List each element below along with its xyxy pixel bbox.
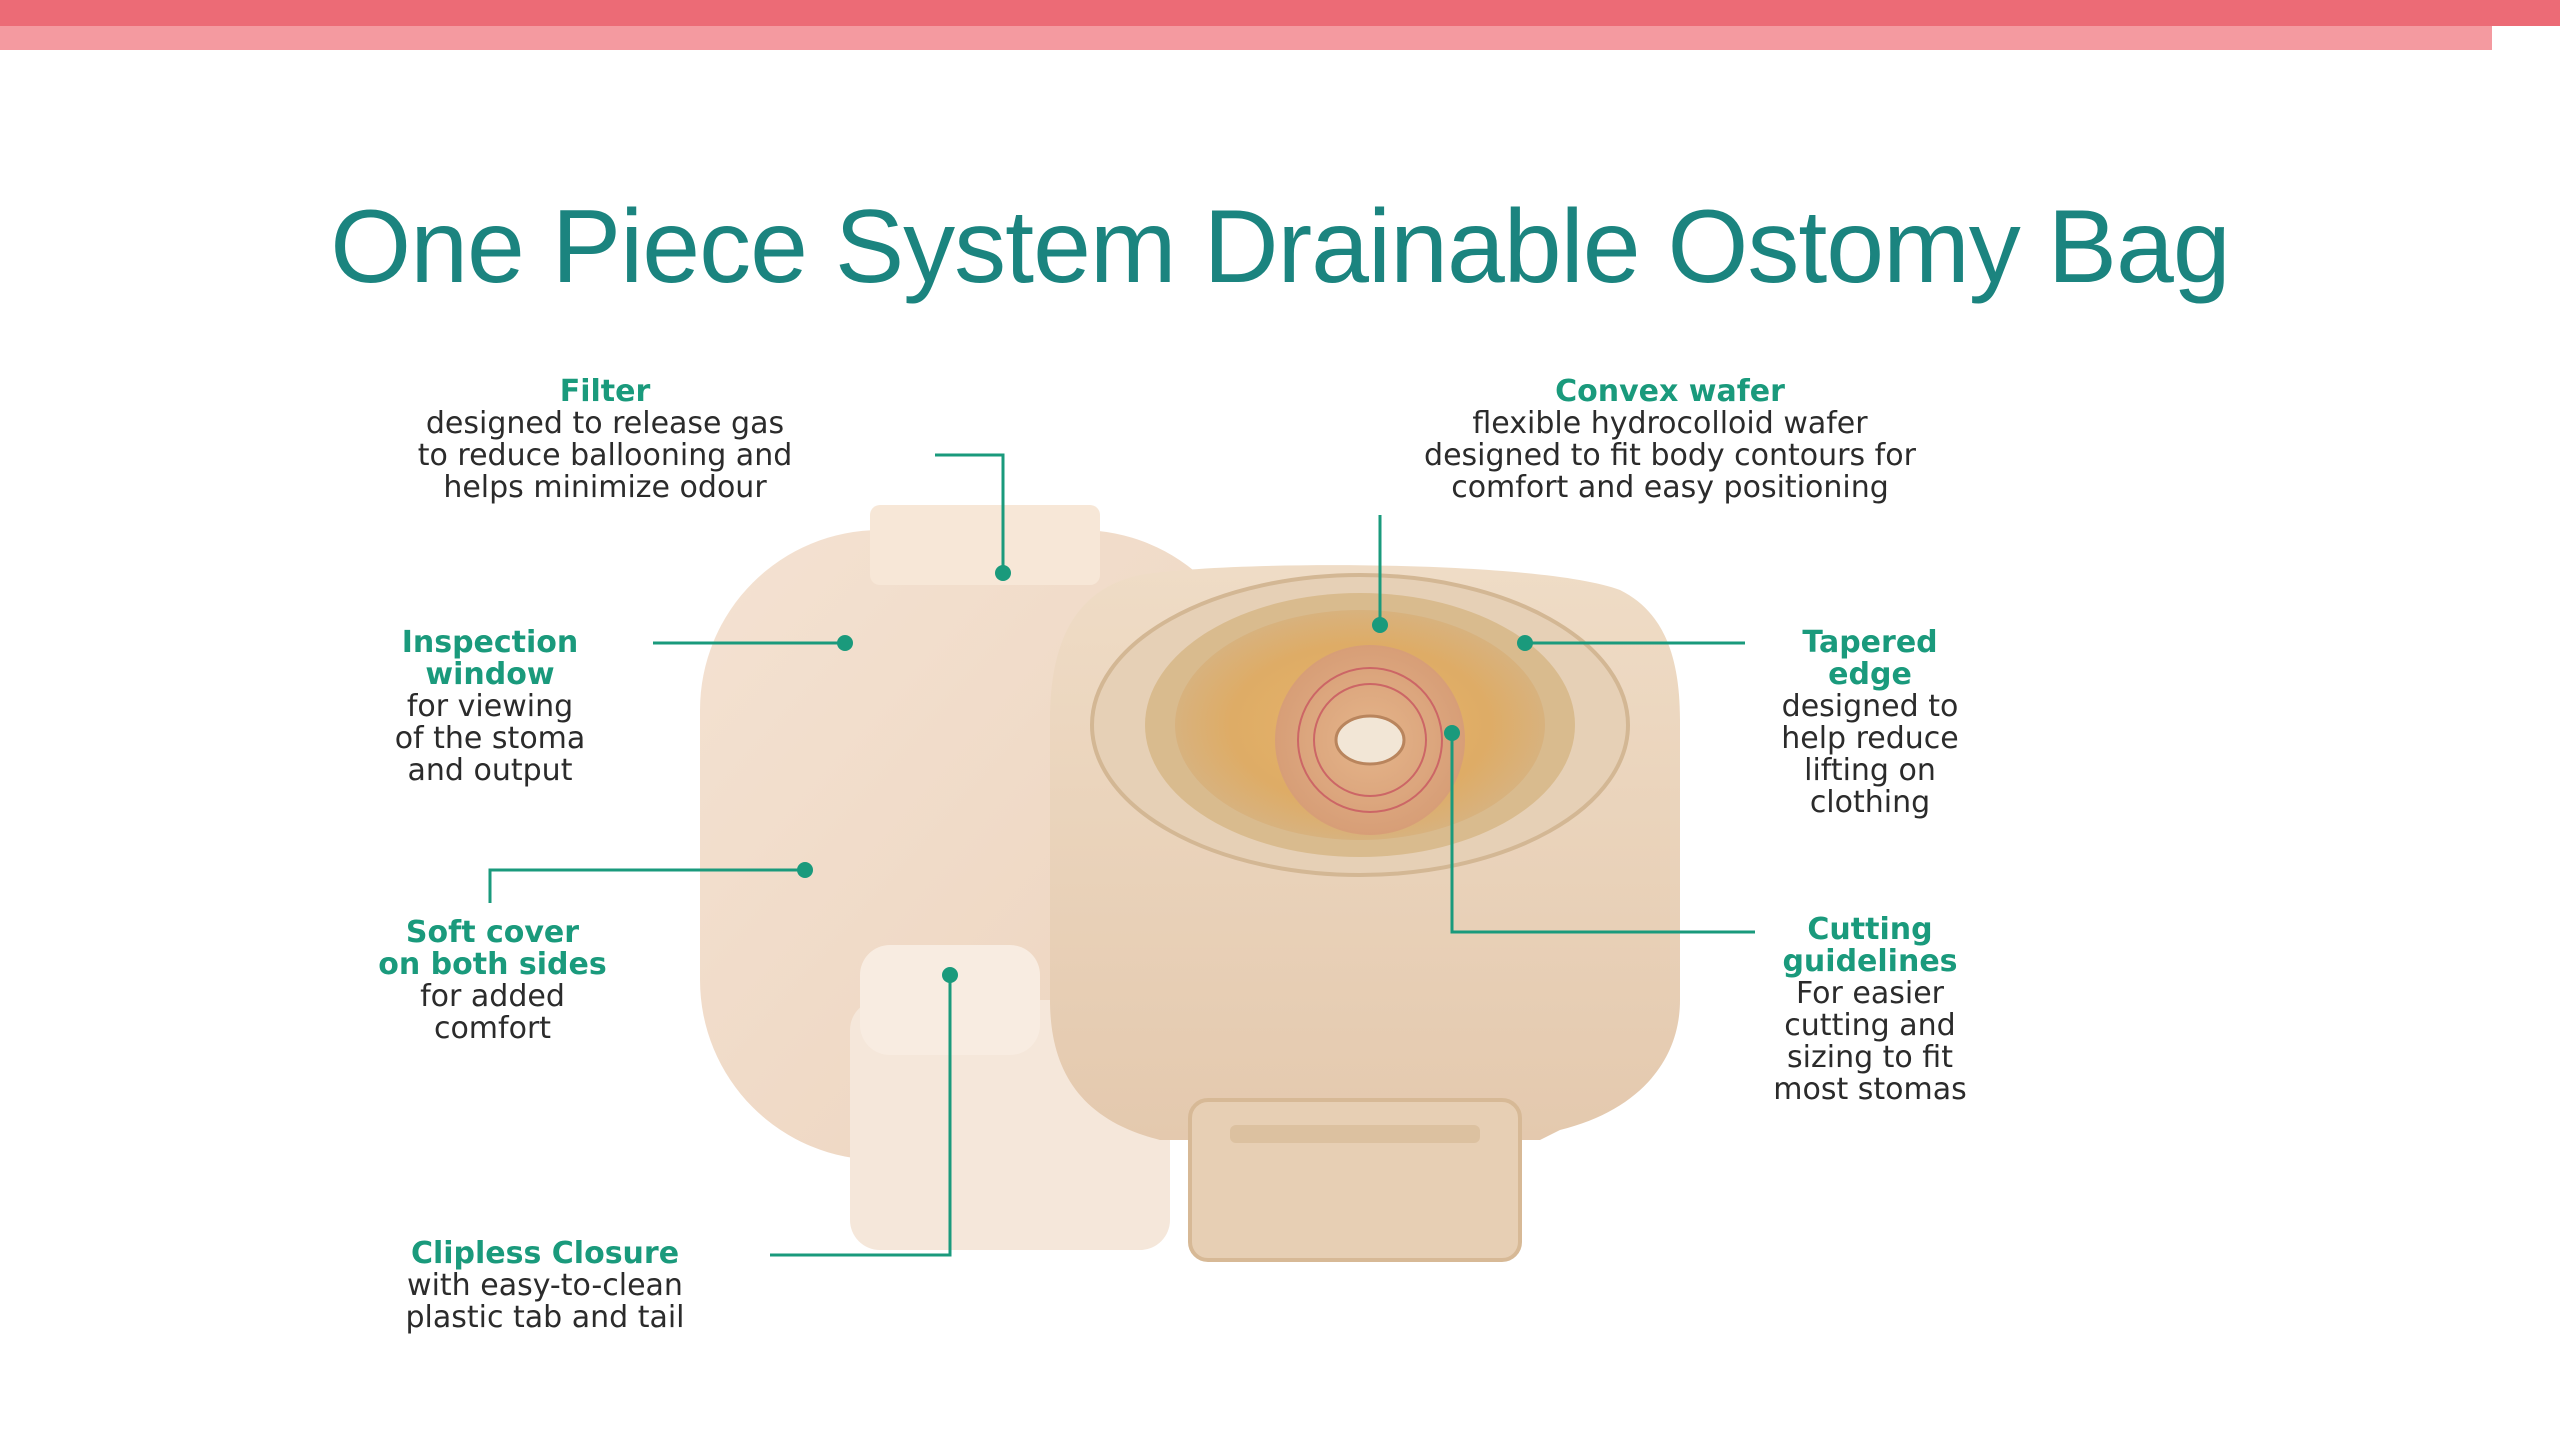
callout-filter-line-2: to reduce ballooning and: [417, 438, 793, 473]
callout-cutting-line-2: cutting and: [1784, 1008, 1956, 1043]
callout-convex-line-1: flexible hydrocolloid wafer: [1472, 406, 1868, 441]
callout-cutting-line-4: most stomas: [1773, 1072, 1967, 1107]
callout-tapered-heading-1: Tapered: [1802, 625, 1938, 660]
callout-inspection-line-2: of the stoma: [394, 721, 586, 756]
callout-inspection-line-3: and output: [407, 753, 573, 788]
callout-clipless-line-2: plastic tab and tail: [405, 1300, 685, 1335]
top-accent-bar-secondary: [0, 26, 2492, 50]
callout-tapered-line-4: clothing: [1809, 785, 1931, 820]
callout-tapered-heading-2: edge: [1828, 657, 1912, 692]
leader-filter: [935, 453, 1005, 573]
leader-dot-cutting: [1444, 725, 1460, 741]
callout-tapered-edge: Tapered edge designed to help reduce lif…: [1720, 627, 2020, 819]
leader-clipless: [770, 975, 952, 1257]
callout-clipless-line-1: with easy-to-clean: [407, 1268, 683, 1303]
callout-convex-heading: Convex wafer: [1555, 374, 1785, 409]
callout-tapered-line-2: help reduce: [1781, 721, 1959, 756]
callout-soft-cover-heading-1: Soft cover: [405, 915, 580, 950]
callout-cutting-heading-1: Cutting: [1807, 912, 1933, 947]
callout-tapered-line-1: designed to: [1781, 689, 1959, 724]
callout-tapered-line-3: lifting on: [1804, 753, 1936, 788]
front-pouch: [1050, 565, 1680, 1262]
callout-filter-line-3: helps minimize odour: [443, 470, 767, 505]
callout-clipless-closure: Clipless Closure with easy-to-clean plas…: [325, 1238, 765, 1334]
leader-dots: [797, 565, 1533, 983]
callout-convex-line-2: designed to fit body contours for: [1424, 438, 1916, 473]
leader-dot-soft-cover: [797, 862, 813, 878]
callout-filter-line-1: designed to release gas: [425, 406, 785, 441]
leader-soft-cover: [488, 868, 805, 903]
callout-filter-heading: Filter: [559, 374, 651, 409]
callout-soft-cover-line-2: comfort: [433, 1011, 552, 1046]
callout-cutting-line-3: sizing to fit: [1787, 1040, 1953, 1075]
callout-inspection-heading-1: Inspection: [401, 625, 579, 660]
leader-dot-inspection: [837, 635, 853, 651]
callout-convex-line-3: comfort and easy positioning: [1451, 470, 1889, 505]
leader-dot-convex: [1372, 617, 1388, 633]
leader-lines: [488, 453, 1755, 1257]
callout-inspection-line-1: for viewing: [406, 689, 574, 724]
leader-dot-tapered: [1517, 635, 1533, 651]
leader-cutting: [1450, 733, 1755, 934]
callout-soft-cover-line-1: for added: [420, 979, 565, 1014]
slide-title: One Piece System Drainable Ostomy Bag: [330, 189, 2230, 305]
callout-soft-cover-heading-2: on both sides: [378, 947, 607, 982]
callout-inspection-heading-2: window: [425, 657, 555, 692]
callout-cutting-heading-2: guidelines: [1782, 944, 1958, 979]
leader-dot-clipless: [942, 967, 958, 983]
top-accent-bar: [0, 0, 2560, 26]
callout-cutting-guidelines: Cutting guidelines For easier cutting an…: [1720, 914, 2020, 1106]
callout-convex-wafer: Convex wafer flexible hydrocolloid wafer…: [1285, 376, 2055, 504]
callout-filter: Filter designed to release gas to reduce…: [310, 376, 900, 504]
callout-clipless-heading: Clipless Closure: [410, 1236, 680, 1271]
callout-inspection-window: Inspection window for viewing of the sto…: [330, 627, 650, 787]
leader-dot-filter: [995, 565, 1011, 581]
callout-cutting-line-1: For easier: [1795, 976, 1944, 1011]
callout-soft-cover: Soft cover on both sides for added comfo…: [320, 917, 665, 1045]
